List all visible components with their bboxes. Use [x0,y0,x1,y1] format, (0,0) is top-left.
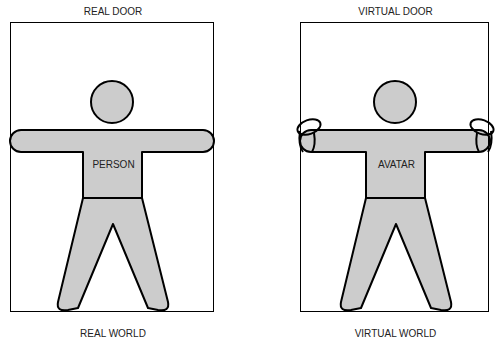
label-text: AVATAR [327,159,466,171]
avatar-figure [300,81,490,310]
door-frame: REAL DOORREAL WORLDPERSON [10,22,214,312]
controller-grip [299,131,314,152]
label-text: REAL WORLD [0,328,255,340]
torso-box: PERSON [84,131,143,199]
label-text: PERSON [44,159,183,171]
label-text: VIRTUAL WORLD [261,328,499,340]
label-text: VIRTUAL DOOR [261,6,499,18]
person-figure [10,81,214,310]
torso-box: AVATAR [367,131,426,199]
hip-line [83,197,142,199]
vr-controllers [295,116,495,152]
label-text: REAL DOOR [0,6,255,18]
body [10,130,214,310]
door-frame: VIRTUAL DOORVIRTUAL WORLDAVATAR [300,22,489,312]
controller-grip [476,131,491,152]
head [374,81,416,123]
hip-line [366,197,425,199]
head [91,81,133,123]
body [300,130,490,310]
